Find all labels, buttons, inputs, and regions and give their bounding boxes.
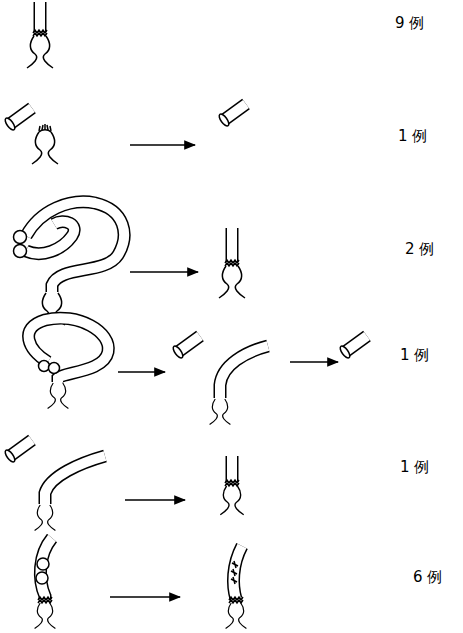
row-four-figure <box>29 318 367 424</box>
case-count: 1 例 <box>398 127 427 145</box>
case-count: 9 例 <box>395 14 424 32</box>
case-count: 6 例 <box>413 568 442 586</box>
case-count: 2 例 <box>405 240 434 258</box>
row-two-figure <box>3 104 246 164</box>
case-count: 1 例 <box>400 346 429 364</box>
row-one-figure <box>27 2 53 68</box>
case-count: 1 例 <box>400 458 429 476</box>
row-six-figure <box>35 538 247 629</box>
row-five-figure <box>3 440 243 531</box>
row-three-figure <box>14 202 246 325</box>
